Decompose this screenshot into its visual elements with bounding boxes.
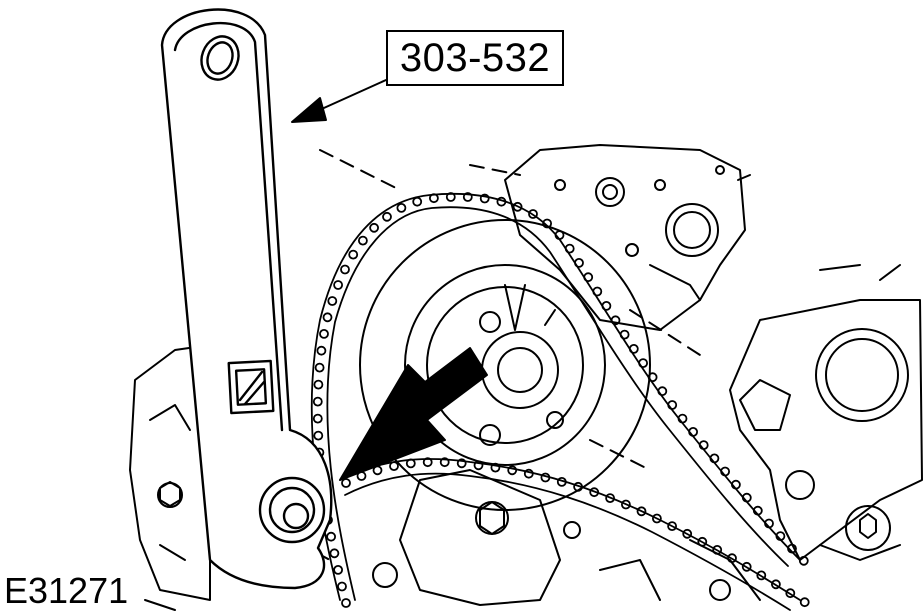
chain-link (589, 487, 600, 498)
chain-link (329, 548, 340, 559)
chain-link (337, 581, 347, 592)
chain-link (326, 531, 337, 542)
chain-link (799, 597, 810, 608)
chain-link (709, 453, 720, 464)
chain-link (369, 222, 380, 233)
chain-link (720, 466, 730, 477)
chain-link (396, 202, 407, 213)
chain-link (389, 461, 399, 472)
chain-link (756, 570, 767, 581)
chain-link (667, 400, 678, 410)
chain-link (712, 545, 723, 555)
chain-link (312, 413, 323, 424)
chain-link (496, 196, 507, 207)
chain-link (333, 565, 344, 575)
chain-link (528, 209, 538, 219)
chain-link (314, 362, 325, 373)
tool-number-callout: 303-532 (386, 30, 564, 86)
chain-link (652, 513, 662, 524)
chain-link (688, 426, 698, 437)
chain-link (592, 286, 603, 297)
chain-link (422, 457, 433, 468)
chain-link (405, 458, 416, 469)
tool-number-label: 303-532 (399, 35, 551, 80)
chain-link (490, 462, 501, 473)
chain-link (456, 458, 467, 469)
chain-link (507, 465, 518, 476)
chain-link (312, 396, 323, 407)
timing-chain (310, 192, 810, 611)
chain-link (313, 430, 324, 441)
chain-link (322, 312, 333, 323)
chain-link (785, 588, 796, 599)
chain-link (677, 413, 688, 424)
chain-link (512, 201, 523, 212)
chain-link (667, 521, 677, 531)
chain-link (327, 296, 338, 306)
chain-link (341, 478, 351, 488)
chain-link (574, 257, 584, 268)
chain-link (479, 193, 490, 204)
chain-link (523, 468, 534, 479)
camshaft-sprocket (359, 219, 651, 511)
chain-link (319, 328, 329, 339)
chain-link (313, 379, 324, 390)
chain-link (554, 230, 565, 241)
chain-link (682, 528, 693, 539)
chain-link (340, 264, 350, 275)
chain-link (341, 598, 351, 608)
chain-link (636, 506, 647, 517)
special-tool-wrench (160, 8, 333, 590)
chain-link (439, 457, 450, 468)
chain-link (348, 249, 359, 260)
chain-link (619, 329, 630, 340)
chain-link (771, 579, 781, 590)
direction-arrow (339, 347, 488, 481)
chain-link (473, 460, 484, 471)
chain-link (605, 493, 615, 504)
chain-link (542, 218, 552, 229)
chain-link (556, 476, 567, 487)
figure-id-label: E31271 (4, 570, 129, 611)
chain-link (697, 536, 708, 547)
chain-link (647, 372, 658, 383)
chain-link (601, 300, 612, 311)
engine-block-right (729, 264, 923, 561)
chain-link (657, 386, 668, 397)
chain-link (540, 472, 551, 483)
engine-block-left (129, 344, 211, 611)
callout-leader-arrow (291, 79, 387, 123)
chain-link (752, 505, 763, 516)
chain-link (621, 499, 631, 510)
chain-link (564, 243, 575, 254)
chain-link (316, 345, 327, 356)
chain-link (741, 561, 752, 572)
chain-link (775, 531, 786, 541)
chain-link (357, 235, 368, 246)
chain-link (798, 555, 809, 566)
chain-link (628, 343, 639, 354)
chain-link (445, 192, 456, 202)
chain-link (787, 543, 797, 554)
chain-link (583, 272, 594, 283)
chain-link (731, 479, 741, 490)
chain-link (382, 211, 392, 222)
chain-link (727, 553, 737, 564)
cylinder-head-outline (504, 144, 751, 331)
chain-link (764, 518, 774, 529)
chain-link (741, 492, 752, 503)
chain-link (573, 481, 583, 492)
chain-link (698, 440, 709, 451)
chain-link (462, 192, 473, 202)
chain-link (333, 280, 344, 290)
chain-link (638, 358, 648, 369)
chain-link (428, 193, 439, 204)
chain-link (610, 315, 621, 326)
chain-link (412, 196, 423, 207)
